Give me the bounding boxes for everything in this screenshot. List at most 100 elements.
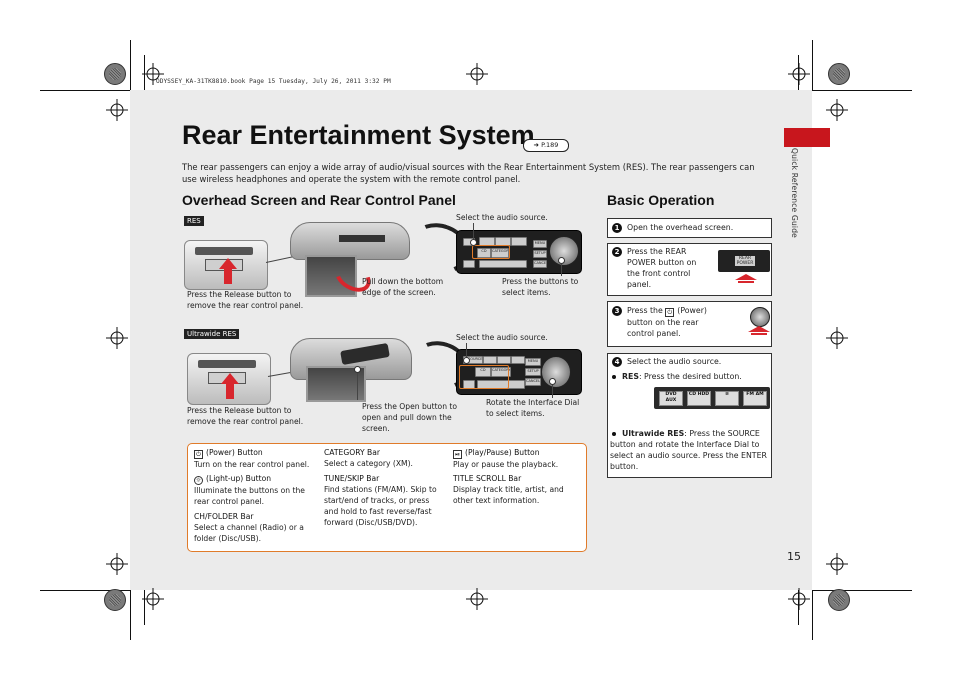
registration-target-icon [466, 588, 488, 610]
source-button-dvd-aux: DVD AUX [659, 391, 683, 406]
leader-dot-icon [470, 239, 477, 246]
leader-line [561, 260, 562, 276]
legend-category: CATEGORY Bar Select a category (XM). [324, 447, 446, 469]
play-pause-icon: ⏯ [453, 450, 462, 459]
arrow-right-icon: ➜ [533, 141, 539, 149]
press-arrow-icon [748, 326, 770, 335]
legend-titlescroll: TITLE SCROLL Bar Display track title, ar… [453, 473, 579, 506]
step-number: 4 [612, 357, 622, 367]
crop-mark [40, 590, 130, 591]
press-arrow-icon [735, 274, 757, 283]
source-button-fm-am: FM AM [743, 391, 767, 406]
registration-target-icon [106, 553, 128, 575]
registration-target-icon [826, 327, 848, 349]
step-3-text-a: Press the [627, 306, 663, 315]
registration-target-icon [142, 588, 164, 610]
crop-mark [812, 90, 912, 91]
res-bullet-term: RES [622, 372, 639, 381]
source-highlight-box [472, 245, 510, 259]
legend-power-desc: Turn on the rear control panel. [194, 460, 310, 469]
registration-target-icon [788, 63, 810, 85]
ultrawide-res-tag: Ultrawide RES [184, 329, 240, 339]
panel-category-bar: CATEGORY [491, 367, 511, 377]
up-arrow-icon [219, 258, 237, 269]
intro-paragraph: The rear passengers can enjoy a wide arr… [182, 162, 755, 184]
overhead-heading: Overhead Screen and Rear Control Panel [182, 192, 456, 208]
source-highlight-box [459, 365, 509, 389]
step-3-text: Press the ⏻(Power) button on the rear co… [627, 305, 727, 339]
legend-power-title: (Power) Button [206, 448, 263, 457]
legend-category-desc: Select a category (XM). [324, 459, 413, 468]
legend-titlescroll-desc: Display track title, artist, and other t… [453, 485, 564, 505]
source-buttons-illustration: DVD AUX CD HDD ≋ FM AM [654, 387, 770, 409]
page-reference-label: P.189 [541, 141, 559, 149]
up-arrow-icon [226, 383, 234, 399]
step-3-box: 3 Press the ⏻(Power) button on the rear … [607, 301, 772, 347]
legend-playpause: ⏯(Play/Pause) Button Play or pause the p… [453, 447, 579, 470]
res-pull-down-caption: Pull down the bottom edge of the screen. [362, 277, 444, 297]
panel-setup-button: SETUP [533, 250, 547, 258]
registration-disk-icon [828, 63, 850, 85]
registration-target-icon [106, 327, 128, 349]
step-number: 1 [612, 223, 622, 233]
source-button-cd-hdd: CD HDD [687, 391, 711, 406]
step-1-text: Open the overhead screen. [627, 223, 734, 232]
light-up-icon: ☼ [194, 476, 203, 485]
ultrawide-bullet-text: : Press the SOURCE button and rotate the… [610, 429, 767, 471]
panel-tune-bar [479, 260, 527, 268]
legend-chfolder: CH/FOLDER Bar Select a channel (Radio) o… [194, 511, 316, 544]
leader-dot-icon [354, 366, 361, 373]
legend-tuneskip-title: TUNE/SKIP Bar [324, 474, 380, 483]
section-tab [784, 128, 830, 147]
housing-panel [340, 342, 390, 366]
registration-target-icon [142, 63, 164, 85]
res-select-audio-caption: Select the audio source. [456, 213, 548, 222]
rear-power-label: REAR POWER [735, 256, 755, 266]
panel-setup-button: SETUP [525, 368, 541, 376]
registration-disk-icon [104, 589, 126, 611]
power-icon: ⏻ [194, 450, 203, 459]
leader-dot-icon [558, 257, 565, 264]
up-arrow-icon [224, 268, 232, 284]
page-reference-link[interactable]: ➜ P.189 [523, 139, 569, 152]
crop-mark [144, 55, 145, 90]
leader-line [357, 370, 358, 400]
up-arrow-icon [221, 373, 239, 384]
panel-cd-button: CD [477, 248, 491, 258]
step-4-box: 4 Select the audio source. RES: Press th… [607, 353, 772, 478]
step-1-box: 1 Open the overhead screen. [607, 218, 772, 238]
registration-target-icon [788, 588, 810, 610]
ultrawide-rear-control-panel: SOURCE CD CATEGORY MENU SETUP CANCEL [456, 349, 582, 395]
registration-target-icon [466, 63, 488, 85]
overhead-screen [305, 255, 357, 297]
rear-power-button-illustration: REAR POWER [718, 250, 770, 272]
power-icon: ⏻ [665, 308, 675, 317]
housing-panel-slot [339, 235, 385, 242]
ultrawide-screen [306, 366, 366, 402]
legend-power: ⏻(Power) Button Turn on the rear control… [194, 447, 316, 470]
leader-line [466, 343, 467, 363]
panel-button [511, 237, 527, 246]
leader-dot-icon [549, 378, 556, 385]
legend-playpause-title: (Play/Pause) Button [465, 448, 540, 457]
bullet-icon [612, 374, 616, 379]
legend-lightup-desc: Illuminate the buttons on the rear contr… [194, 486, 305, 506]
legend-tuneskip: TUNE/SKIP Bar Find stations (FM/AM). Ski… [324, 473, 446, 528]
registration-target-icon [826, 553, 848, 575]
registration-target-icon [106, 99, 128, 121]
source-button-wireless: ≋ [715, 391, 739, 406]
bullet-icon [612, 431, 616, 436]
res-bullet: RES: Press the desired button. [610, 371, 770, 382]
leader-line [552, 382, 553, 398]
leader-dot-icon [463, 357, 470, 364]
side-label: Quick Reference Guide [790, 148, 799, 238]
step-4-text: Select the audio source. [627, 357, 722, 366]
button-legend-box [187, 443, 587, 552]
step-2-box: 2 Press the REAR POWER button on the fro… [607, 243, 772, 296]
res-release-caption: Press the Release button to remove the r… [187, 290, 304, 310]
ultra-release-caption: Press the Release button to remove the r… [187, 406, 304, 426]
legend-titlescroll-title: TITLE SCROLL Bar [453, 474, 522, 483]
registration-target-icon [826, 99, 848, 121]
crop-mark [812, 40, 813, 90]
legend-tuneskip-desc: Find stations (FM/AM). Skip to start/end… [324, 485, 437, 527]
